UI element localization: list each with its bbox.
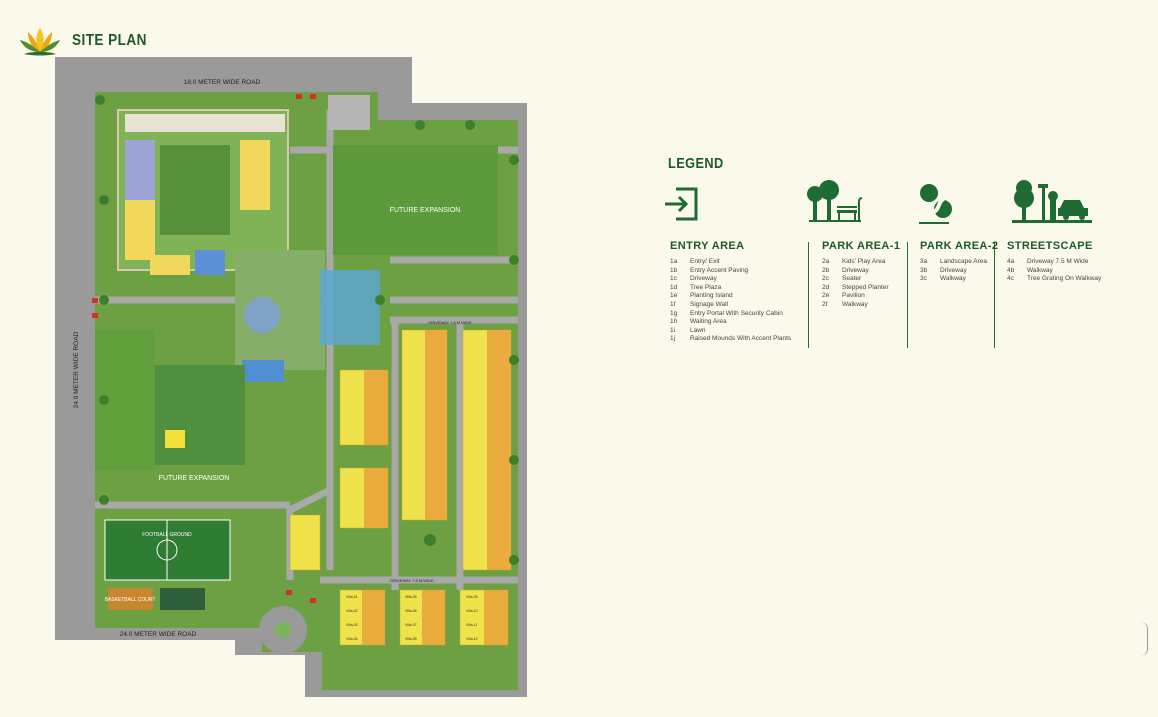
legend-column-entry-area: ENTRY AREA 1a Entry/ Exit 1b Entry Accent … bbox=[670, 240, 791, 344]
page-curl-decoration bbox=[1141, 622, 1148, 656]
area-label: FUTURE EXPANSION bbox=[390, 207, 461, 214]
villa-label: Villa-12 bbox=[466, 637, 478, 641]
legend-label: Walkway bbox=[1027, 266, 1053, 274]
legend-label: Driveway bbox=[842, 266, 869, 274]
driveway-label: DRIVEWAY 7.5 M WIDE bbox=[428, 320, 472, 325]
villa-label: Villa-02 bbox=[346, 609, 358, 613]
road-label: 24.0 METER WIDE ROAD bbox=[73, 331, 80, 408]
road-label: 18.0 METER WIDE ROAD bbox=[184, 79, 261, 86]
legend-heading: ENTRY AREA bbox=[670, 240, 745, 252]
legend-heading: STREETSCAPE bbox=[1007, 240, 1093, 252]
legend-code: 2a bbox=[822, 258, 830, 265]
area-label: BASKETBALL COURT bbox=[105, 597, 156, 603]
legend-label: Driveway bbox=[690, 275, 717, 283]
legend-label: Entry/ Exit bbox=[690, 258, 720, 265]
legend-label: Walkway bbox=[940, 275, 966, 283]
legend-title: LEGEND bbox=[668, 155, 724, 172]
legend-code: 2c bbox=[822, 275, 829, 283]
legend-label: Tree Plaza bbox=[690, 283, 722, 291]
legend-label: Kids' Play Area bbox=[842, 258, 886, 265]
villa-label: Villa-10 bbox=[466, 609, 478, 613]
villa-label: Villa-09 bbox=[466, 595, 478, 599]
legend-code: 2d bbox=[822, 283, 830, 291]
legend-label: Lawn bbox=[690, 326, 706, 334]
legend-code: 1g bbox=[670, 309, 678, 317]
legend-label: Waiting Area bbox=[690, 318, 727, 326]
landscape-path-icon bbox=[915, 184, 955, 225]
villa-label: Villa-07 bbox=[405, 623, 417, 627]
villa-label: Villa-01 bbox=[346, 595, 358, 599]
legend-code: 1d bbox=[670, 283, 678, 291]
legend-label: Driveway bbox=[940, 266, 967, 274]
legend-label: Signage Wall bbox=[690, 300, 729, 308]
villa-label: Villa-06 bbox=[405, 609, 417, 613]
legend-heading: PARK AREA-1 bbox=[822, 240, 901, 252]
legend-code: 3a bbox=[920, 258, 928, 265]
villa-label: Villa-08 bbox=[405, 637, 417, 641]
legend-divider bbox=[907, 242, 908, 348]
legend-label: Entry Portal With Security Cabin bbox=[690, 309, 783, 317]
legend-code: 1f bbox=[670, 300, 676, 308]
villa-label: Villa-04 bbox=[346, 637, 358, 641]
legend-label: Planting Island bbox=[690, 292, 733, 300]
legend-label: Stepped Planter bbox=[842, 283, 889, 291]
legend-code: 4a bbox=[1007, 258, 1015, 265]
legend-code: 2f bbox=[822, 300, 828, 308]
legend-label: Seater bbox=[842, 275, 862, 283]
legend-divider bbox=[808, 242, 809, 348]
page-title: SITE PLAN bbox=[72, 32, 147, 49]
legend-label: Walkway bbox=[842, 300, 868, 308]
park-bench-icon bbox=[807, 180, 863, 222]
legend-label: Pavilion bbox=[842, 292, 865, 300]
road-label: 24.0 METER WIDE ROAD bbox=[120, 631, 197, 638]
street-car-icon bbox=[1012, 180, 1092, 223]
villa-label: Villa-03 bbox=[346, 623, 358, 627]
area-label: FOOTBALL GROUND bbox=[142, 532, 192, 538]
legend-code: 3b bbox=[920, 266, 928, 274]
legend-code: 4b bbox=[1007, 266, 1015, 274]
legend-label: Tree Grating On Walkway bbox=[1027, 275, 1102, 283]
legend-code: 1b bbox=[670, 266, 678, 274]
legend-code: 3c bbox=[920, 275, 927, 283]
legend-code: 2e bbox=[822, 292, 830, 300]
site-plan-header: SITE PLAN bbox=[18, 24, 160, 58]
legend-label: Raised Mounds With Accent Plants bbox=[690, 335, 792, 343]
entry-icon bbox=[665, 187, 698, 221]
legend-code: 2b bbox=[822, 266, 830, 274]
lotus-icon bbox=[20, 28, 60, 56]
legend-label: Driveway 7.5 M Wide bbox=[1027, 258, 1089, 265]
villa-label: Villa-11 bbox=[466, 623, 477, 627]
legend-column-streetscape: STREETSCAPE 4a Driveway 7.5 M Wide 4b Walk… bbox=[1007, 240, 1101, 284]
driveway-label: DRIVEWAY 7.5 M WIDE bbox=[390, 578, 434, 583]
villa-label: Villa-05 bbox=[405, 595, 417, 599]
legend-heading: PARK AREA-2 bbox=[920, 240, 999, 252]
legend-code: 4c bbox=[1007, 275, 1014, 283]
legend-code: 1j bbox=[670, 335, 676, 343]
legend-label: Entry Accent Paving bbox=[690, 266, 749, 274]
legend-code: 1i bbox=[670, 326, 676, 334]
legend-column-park-area-1: PARK AREA-1 2a Kids' Play Area 2b Driveway… bbox=[822, 240, 900, 310]
legend-divider bbox=[994, 242, 995, 348]
legend-code: 1c bbox=[670, 275, 677, 283]
legend-label: Landscape Area bbox=[940, 258, 987, 265]
area-label: FUTURE EXPANSION bbox=[159, 475, 230, 482]
legend-code: 1h bbox=[670, 318, 678, 326]
legend-code: 1a bbox=[670, 258, 678, 265]
legend-code: 1e bbox=[670, 292, 678, 300]
